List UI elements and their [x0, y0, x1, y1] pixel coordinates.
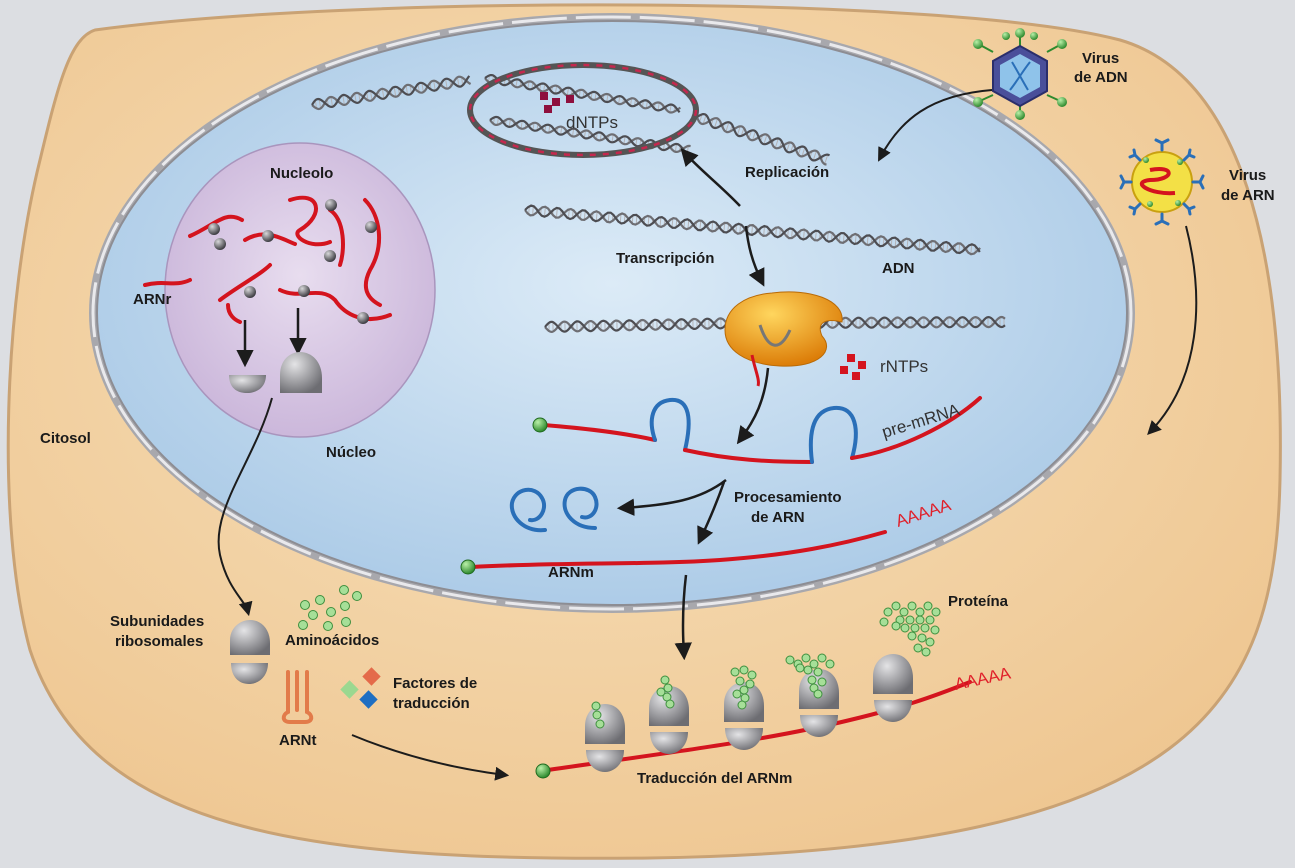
amino-acid — [932, 608, 940, 616]
amino-acid — [738, 701, 746, 709]
label-subunidades-2: ribosomales — [115, 633, 203, 650]
amino-acid — [666, 700, 674, 708]
label-citosol: Citosol — [40, 430, 91, 447]
amino-acid — [880, 618, 888, 626]
amino-acid — [661, 676, 669, 684]
amino-acid — [921, 624, 929, 632]
amino-acid — [740, 666, 748, 674]
amino-acid — [916, 608, 924, 616]
mrna-cap — [461, 560, 475, 574]
amino-acid — [808, 676, 816, 684]
label-virus-arn-1: Virus — [1229, 167, 1266, 184]
amino-acid — [814, 668, 822, 676]
amino-acid — [818, 654, 826, 662]
label-factores-2: traducción — [393, 695, 470, 712]
amino-acid — [922, 648, 930, 656]
amino-acid — [924, 602, 932, 610]
amino-acid — [802, 654, 810, 662]
amino-acid — [340, 586, 349, 595]
label-aminoacidos: Aminoácidos — [285, 632, 379, 649]
amino-acid — [926, 616, 934, 624]
amino-acid — [341, 602, 350, 611]
amino-acid — [731, 668, 739, 676]
amino-acid — [804, 666, 812, 674]
amino-acid — [926, 638, 934, 646]
label-adn: ADN — [882, 260, 915, 277]
amino-acid — [892, 602, 900, 610]
amino-acid — [353, 592, 362, 601]
ribosome — [873, 654, 913, 722]
amino-acid — [884, 608, 892, 616]
amino-acid — [596, 720, 604, 728]
label-arnm: ARNm — [548, 564, 594, 581]
amino-acid — [299, 621, 308, 630]
cytosol-ribosome-subunits — [230, 620, 270, 684]
label-arnt: ARNt — [279, 732, 317, 749]
amino-acid — [301, 601, 310, 610]
label-dntps: dNTPs — [566, 113, 618, 132]
label-arnr: ARNr — [133, 291, 171, 308]
amino-acid — [786, 656, 794, 664]
label-transcripcion: Transcripción — [616, 250, 714, 267]
label-proteina: Proteína — [948, 593, 1009, 610]
amino-acid — [810, 660, 818, 668]
amino-acid — [818, 678, 826, 686]
amino-acid — [593, 711, 601, 719]
label-nucleo: Núcleo — [326, 444, 376, 461]
amino-acid — [908, 632, 916, 640]
amino-acid — [327, 608, 336, 617]
amino-acid — [826, 660, 834, 668]
amino-acid — [931, 626, 939, 634]
amino-acid — [736, 677, 744, 685]
amino-acid — [592, 702, 600, 710]
amino-acid — [911, 624, 919, 632]
amino-acid — [908, 602, 916, 610]
label-nucleolo: Nucleolo — [270, 165, 333, 182]
label-virus-adn-2: de ADN — [1074, 69, 1128, 86]
rna-virus — [1121, 140, 1203, 224]
label-traduccion: Traducción del ARNm — [637, 770, 792, 787]
amino-acid — [916, 616, 924, 624]
amino-acid — [892, 622, 900, 630]
amino-acid — [906, 616, 914, 624]
translating-mrna-cap — [536, 764, 550, 778]
amino-acid — [746, 680, 754, 688]
label-virus-arn-2: de ARN — [1221, 187, 1275, 204]
label-procesamiento-1: Procesamiento — [734, 489, 842, 506]
amino-acid — [918, 634, 926, 642]
label-replicacion: Replicación — [745, 164, 829, 181]
label-virus-adn-1: Virus — [1082, 50, 1119, 67]
label-subunidades-1: Subunidades — [110, 613, 204, 630]
amino-acid — [316, 596, 325, 605]
label-rntps: rNTPs — [880, 357, 928, 376]
amino-acid — [914, 644, 922, 652]
ribosome — [585, 704, 625, 772]
amino-acid — [901, 624, 909, 632]
amino-acid — [748, 671, 756, 679]
label-factores-1: Factores de — [393, 675, 477, 692]
amino-acid — [814, 690, 822, 698]
amino-acid — [324, 622, 333, 631]
amino-acid — [309, 611, 318, 620]
pre-mrna-cap — [533, 418, 547, 432]
amino-acid — [342, 618, 351, 627]
amino-acid — [796, 664, 804, 672]
amino-acid — [733, 690, 741, 698]
label-procesamiento-2: de ARN — [751, 509, 805, 526]
amino-acid — [900, 608, 908, 616]
